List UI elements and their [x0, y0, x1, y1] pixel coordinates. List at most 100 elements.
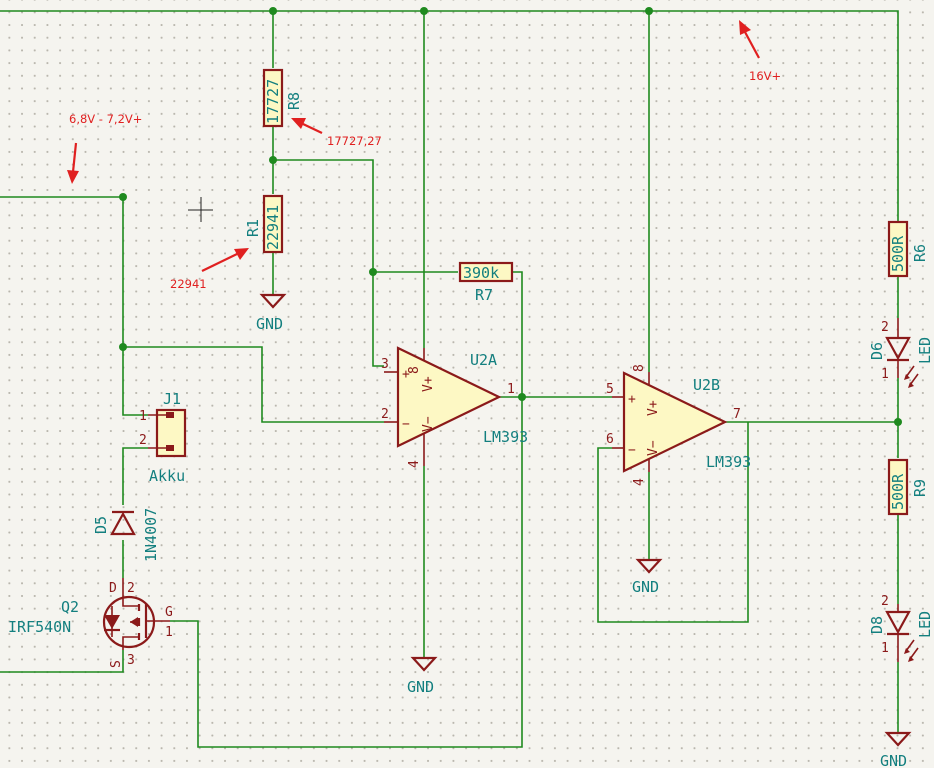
annotation-battery: 6,8V - 7,2V+: [67, 112, 142, 184]
wire-battery-rail: [0, 196, 148, 416]
note-r8-arrow-line: [302, 123, 323, 134]
q2-source-lead: [122, 636, 139, 650]
j1-value: Akku: [149, 467, 185, 485]
q2-s-label: S: [109, 660, 124, 668]
r9-ref: R9: [911, 479, 929, 497]
r9-value: 500R: [889, 473, 907, 510]
q2-pin1-number: 1: [165, 625, 173, 640]
d6-light-rays: [905, 365, 919, 386]
wire-r7-feedback: [170, 271, 523, 748]
note-r8-arrowhead: [291, 118, 306, 129]
resistor-r1[interactable]: 22941 R1: [244, 194, 284, 254]
d5-value: 1N4007: [142, 508, 160, 562]
connector-j1[interactable]: 1 2 J1 Akku: [139, 390, 187, 485]
d8-ref: D8: [868, 616, 886, 634]
u2a-pin-vp: 8: [407, 366, 422, 374]
r7-ref: R7: [475, 286, 493, 304]
resistor-r8[interactable]: 17727 R8: [262, 68, 303, 128]
q2-pin3-number: 3: [127, 653, 135, 668]
r9-body: [887, 458, 909, 516]
r6-value: 500R: [889, 235, 907, 272]
gnd-r1-label: GND: [256, 315, 283, 333]
diode-d5[interactable]: D5 1N4007: [92, 508, 160, 562]
u2a-vplus-label: V+: [421, 376, 436, 392]
d6-triangle: [885, 336, 911, 361]
r8-value: 17727: [264, 79, 282, 124]
wire-divider-to-r7: [273, 159, 384, 367]
gnd-r1-triangle: [259, 293, 287, 309]
d6-ref: D6: [868, 342, 886, 360]
j1-pin1-contact: [166, 412, 174, 418]
q2-body-arrow: [130, 617, 138, 627]
d6-ray-arrows: [904, 374, 914, 388]
u2a-pin-out: 1: [507, 382, 515, 397]
d8-pin2-number: 2: [881, 594, 889, 609]
crosshair-cursor-icon: [188, 197, 213, 222]
gnd-d8-triangle: [884, 731, 912, 747]
u2b-triangle: [622, 371, 728, 473]
comparator-u2b[interactable]: 5 6 7 8 4 + − V+ V− U2B LM393: [606, 364, 751, 486]
gnd-u2a-triangle: [410, 656, 438, 672]
j1-pin1-number: 1: [139, 409, 147, 424]
resistor-r6[interactable]: 500R R6: [887, 220, 929, 278]
junction-battery-sense: [119, 343, 127, 351]
note-battery-arrowhead: [67, 170, 79, 184]
resistor-r7[interactable]: 390k R7: [458, 261, 514, 304]
note-battery-voltage: 6,8V - 7,2V+: [69, 112, 142, 126]
r1-value: 22941: [264, 205, 282, 250]
wire-top-rail: [0, 10, 899, 222]
d6-pin2-number: 2: [881, 320, 889, 335]
note-r1-value: 22941: [170, 277, 207, 291]
u2b-pin-vm: 4: [632, 478, 647, 486]
mosfet-q2[interactable]: D 2 G 1 S 3 Q2 IRF540N: [8, 578, 173, 668]
gnd-symbol-u2a: GND: [407, 656, 438, 696]
u2b-ref: U2B: [693, 376, 720, 394]
d6-pin1-number: 1: [881, 367, 889, 382]
d8-ray-arrows: [904, 648, 914, 662]
wire-u2b-follower: [597, 422, 749, 623]
u2a-pin-inp: 3: [381, 357, 389, 372]
r8-body: [262, 68, 284, 128]
note-supply-arrow-line: [744, 31, 760, 59]
j1-ref: J1: [163, 390, 181, 408]
junction-hysteresis: [369, 268, 377, 276]
r1-body: [262, 194, 284, 254]
r7-body: [458, 261, 514, 283]
note-battery-arrow-line: [71, 142, 78, 173]
comparator-u2a[interactable]: 3 2 1 8 4 + − V+ V− U2A LM393: [381, 346, 528, 468]
junction-u2a-vplus: [420, 7, 428, 15]
j1-pin2-number: 2: [139, 433, 147, 448]
led-d8[interactable]: 2 1 D8 LED: [868, 594, 934, 662]
q2-d-label: D: [109, 581, 117, 596]
q2-drain-lead: [122, 578, 139, 607]
j1-pin2-contact: [166, 445, 174, 451]
junction-u2a-out: [518, 393, 526, 401]
q2-pin2-number: 2: [127, 581, 135, 596]
u2b-vplus-label: V+: [646, 400, 661, 416]
u2a-minus-sign: −: [402, 417, 410, 432]
u2b-pin-out: 7: [733, 407, 741, 422]
u2b-value: LM393: [706, 453, 751, 471]
resistor-r9[interactable]: 500R R9: [887, 458, 929, 516]
note-r1-arrowhead: [234, 248, 249, 260]
u2b-vminus-label: V−: [646, 440, 661, 456]
annotation-r1: 22941: [170, 248, 249, 291]
u2b-minus-sign: −: [628, 443, 636, 458]
led-d6[interactable]: 2 1 D6 LED: [868, 318, 934, 388]
q2-circle: [102, 595, 156, 649]
wire-q2-source: [0, 650, 124, 673]
q2-value: IRF540N: [8, 618, 71, 636]
wires: [0, 10, 899, 748]
u2a-triangle: [396, 346, 502, 448]
r8-ref: R8: [285, 92, 303, 110]
r6-ref: R6: [911, 244, 929, 262]
junction-led-node: [894, 418, 902, 426]
u2a-pin-vm: 4: [407, 460, 422, 468]
d8-value: LED: [916, 611, 934, 638]
gnd-symbol-u2b: GND: [632, 558, 663, 596]
u2a-plus-sign: +: [402, 367, 410, 382]
u2a-pin-inn: 2: [381, 407, 389, 422]
wire-j1-d5: [122, 447, 148, 505]
gnd-u2b-triangle: [635, 558, 663, 574]
